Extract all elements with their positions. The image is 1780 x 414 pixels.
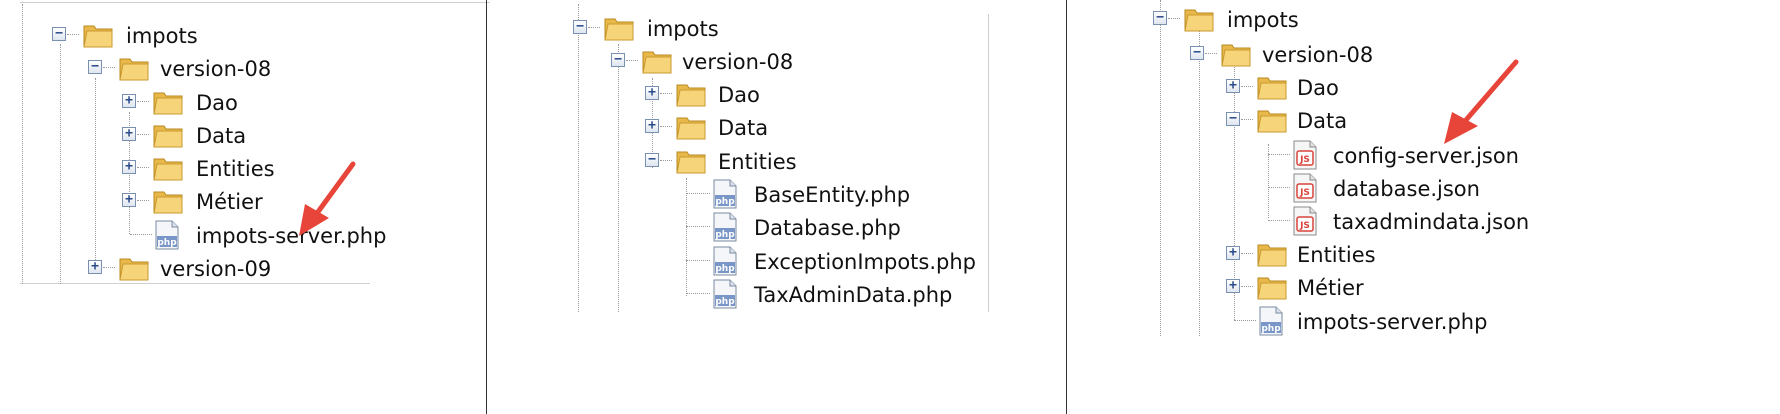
svg-text:php: php — [715, 197, 735, 207]
json-file-icon: JS — [1293, 173, 1317, 203]
php-file-icon: php — [713, 246, 737, 276]
collapse-toggle[interactable]: − — [573, 20, 587, 34]
collapse-toggle[interactable]: − — [611, 53, 625, 67]
folder-icon — [153, 158, 183, 181]
php-file-icon: php — [713, 179, 737, 209]
red-arrow-icon — [299, 161, 356, 236]
expand-toggle[interactable]: + — [122, 160, 136, 174]
folder-icon — [119, 58, 149, 81]
expand-toggle[interactable]: + — [1226, 246, 1240, 260]
folder-icon — [676, 117, 706, 140]
php-file-icon: php — [713, 279, 737, 309]
tree-panel-2: − impots − version-08 + Dao + Data − Ent… — [548, 0, 1210, 414]
folder-icon — [1221, 44, 1251, 67]
panel-separator — [486, 0, 487, 414]
svg-text:php: php — [715, 230, 735, 240]
php-file-icon: php — [155, 220, 179, 250]
collapse-toggle[interactable]: − — [52, 27, 66, 41]
expand-toggle[interactable]: + — [122, 94, 136, 108]
tree-panel-1: − impots − version-08 + Dao + Data + Ent… — [0, 0, 548, 414]
expand-toggle[interactable]: + — [122, 127, 136, 141]
json-file-icon: JS — [1293, 140, 1317, 170]
svg-text:php: php — [157, 238, 177, 248]
folder-icon — [676, 84, 706, 107]
folder-icon — [153, 125, 183, 148]
collapse-toggle[interactable]: − — [1153, 11, 1167, 25]
expand-toggle[interactable]: + — [645, 86, 659, 100]
panel-separator — [1066, 0, 1067, 414]
collapse-toggle[interactable]: − — [88, 60, 102, 74]
folder-icon — [676, 151, 706, 174]
svg-text:JS: JS — [1299, 188, 1310, 198]
expand-toggle[interactable]: + — [88, 260, 102, 274]
folder-icon — [1257, 277, 1287, 300]
json-file-icon: JS — [1293, 206, 1317, 236]
expand-toggle[interactable]: + — [1226, 79, 1240, 93]
collapse-toggle[interactable]: − — [645, 153, 659, 167]
folder-icon — [1184, 9, 1214, 32]
collapse-toggle[interactable]: − — [1226, 112, 1240, 126]
folder-icon — [119, 258, 149, 281]
expand-toggle[interactable]: + — [122, 193, 136, 207]
expand-toggle[interactable]: + — [645, 119, 659, 133]
svg-text:php: php — [715, 297, 735, 307]
svg-text:JS: JS — [1299, 221, 1310, 231]
php-file-icon: php — [1259, 306, 1283, 336]
folder-icon — [642, 51, 672, 74]
php-file-icon: php — [713, 212, 737, 242]
folder-icon — [83, 25, 113, 48]
collapse-toggle[interactable]: − — [1190, 46, 1204, 60]
folder-icon — [153, 92, 183, 115]
expand-toggle[interactable]: + — [1226, 279, 1240, 293]
svg-text:JS: JS — [1299, 155, 1310, 165]
folder-icon — [153, 191, 183, 214]
folder-icon — [1257, 244, 1287, 267]
folder-icon — [1257, 110, 1287, 133]
svg-text:php: php — [1261, 324, 1281, 334]
folder-icon — [604, 18, 634, 41]
red-arrow-icon — [1444, 59, 1519, 144]
svg-text:php: php — [715, 264, 735, 274]
tree-panel-3: − impots − version-08 + Dao − Data JS co… — [1153, 0, 1780, 414]
folder-icon — [1257, 77, 1287, 100]
